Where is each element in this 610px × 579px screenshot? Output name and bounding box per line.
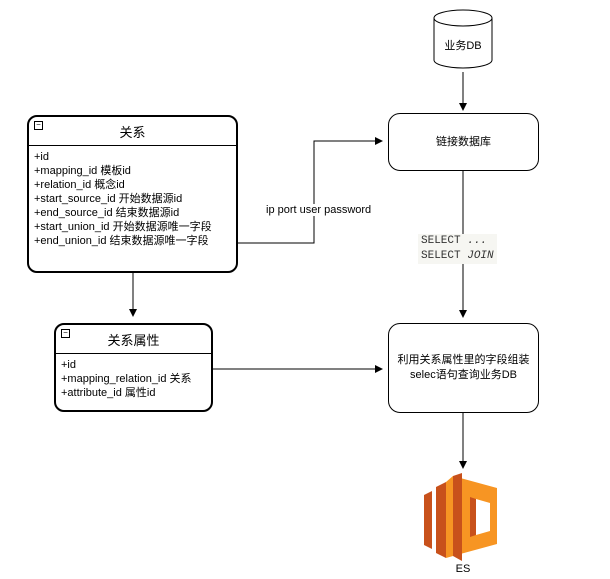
database-cylinder-icon <box>433 9 493 69</box>
query-db-box[interactable]: 利用关系属性里的字段组装 selec语句查询业务DB <box>388 323 539 413</box>
sql-rest: JOIN <box>467 250 494 262</box>
field-row: +attribute_id 属性id <box>61 387 156 399</box>
sql-line-1: SELECT ... <box>418 234 497 249</box>
relation-class-fields: +id +mapping_id 模板id +relation_id 概念id +… <box>29 146 236 248</box>
attribute-class-fields: +id +mapping_relation_id 关系 +attribute_i… <box>56 354 211 400</box>
field-row: +end_union_id 结束数据源唯一字段 <box>34 235 209 247</box>
field-row: +start_source_id 开始数据源id <box>34 193 183 205</box>
elasticsearch-service-icon <box>424 473 497 561</box>
field-row: +relation_id 概念id <box>34 179 125 191</box>
collapse-icon[interactable]: − <box>61 329 70 338</box>
connect-db-box[interactable]: 链接数据库 <box>388 113 539 171</box>
field-row: +start_union_id 开始数据源唯一字段 <box>34 221 212 233</box>
es-label: ES <box>455 563 471 575</box>
connect-db-label: 链接数据库 <box>436 135 491 148</box>
relation-class-box[interactable]: − 关系 +id +mapping_id 模板id +relation_id 概… <box>27 115 238 273</box>
sql-keyword: SELECT <box>421 235 461 247</box>
field-row: +mapping_relation_id 关系 <box>61 373 192 385</box>
attribute-class-title: 关系属性 <box>107 332 160 348</box>
attribute-class-header: − 关系属性 <box>56 325 211 354</box>
query-line-1: 利用关系属性里的字段组装 <box>397 354 530 366</box>
relation-to-connect-arrow <box>238 137 383 244</box>
relation-class-header: − 关系 <box>29 117 236 146</box>
sql-keyword: SELECT <box>421 250 461 262</box>
relation-class-title: 关系 <box>119 124 146 140</box>
collapse-icon[interactable]: − <box>34 121 43 130</box>
source-db-label: 业务DB <box>444 40 482 52</box>
query-line-2: selec语句查询业务DB <box>410 369 517 381</box>
field-row: +id <box>61 359 76 371</box>
sql-snippet: SELECT ... SELECT JOIN <box>418 234 497 264</box>
attribute-class-box[interactable]: − 关系属性 +id +mapping_relation_id 关系 +attr… <box>54 323 213 412</box>
field-row: +mapping_id 模板id <box>34 165 131 177</box>
field-row: +end_source_id 结束数据源id <box>34 207 180 219</box>
sql-rest: ... <box>467 235 488 247</box>
field-row: +id <box>34 151 49 163</box>
sql-line-2: SELECT JOIN <box>418 249 497 264</box>
connection-params-label: ip port user password <box>265 204 373 216</box>
